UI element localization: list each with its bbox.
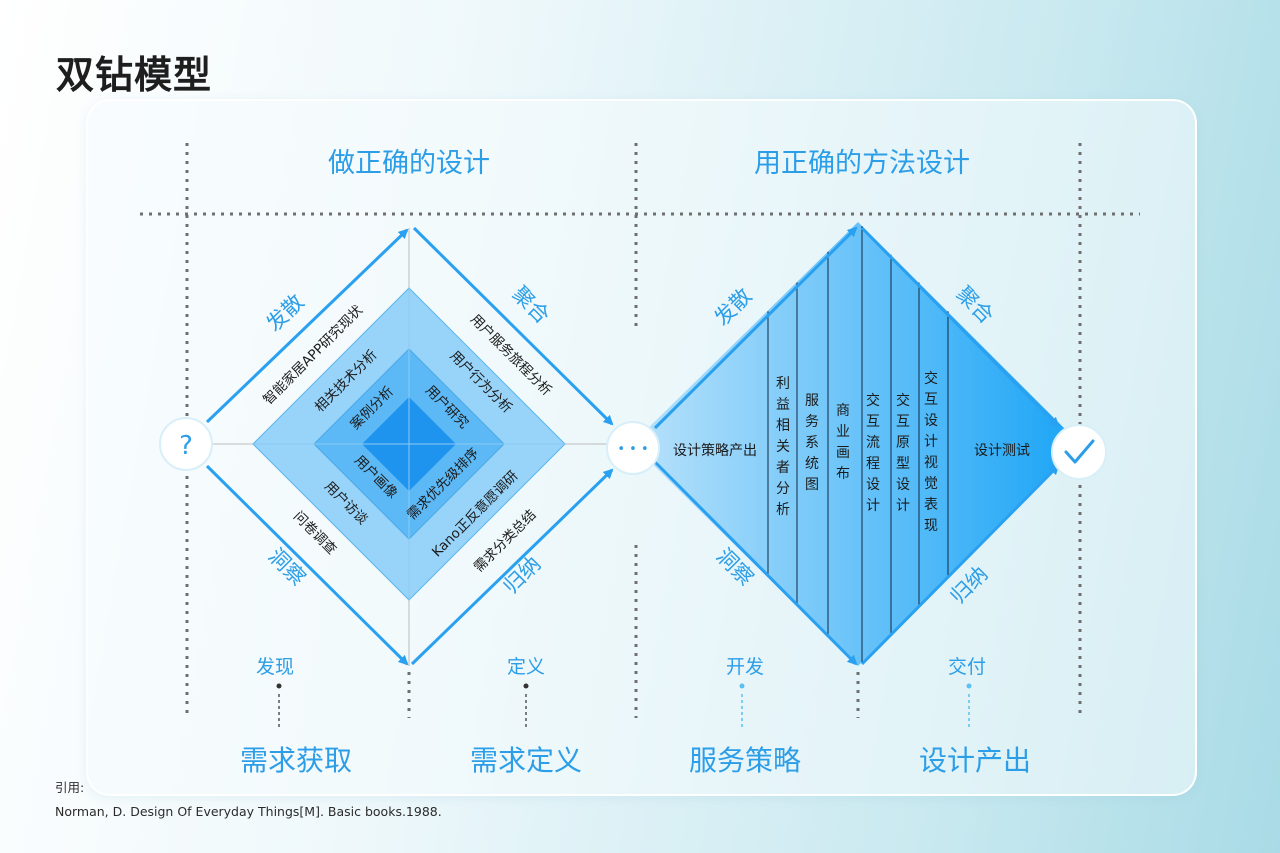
d1-label-converge: 聚合 [508, 282, 555, 329]
phase-connectors [276, 683, 972, 730]
citation-label: 引用: [55, 780, 85, 795]
check-icon [1064, 439, 1095, 464]
d1-label-induce: 归纳 [499, 552, 546, 599]
arrow-d2-converge [860, 226, 1060, 428]
arrow-d1-diverge [205, 228, 409, 424]
arrow-d1-induce [410, 468, 614, 666]
phase-define: 定义 [507, 656, 545, 678]
d2-column-label: 交互原型设计 [896, 392, 910, 514]
header-design-right-way: 用正确的方法设计 [754, 148, 970, 179]
phase-deliver: 交付 [948, 656, 986, 678]
start-node: ? [159, 417, 213, 471]
phase-develop: 开发 [726, 656, 764, 678]
stage-design-output: 设计产出 [919, 744, 1031, 777]
arrow-d1-observe [205, 464, 409, 666]
stage-requirement-definition: 需求定义 [470, 744, 582, 777]
diamond1-squares [252, 287, 566, 601]
phase-discover: 发现 [256, 656, 294, 678]
end-node [1051, 424, 1107, 480]
d2-column-label: 交互设计视觉表现 [924, 370, 938, 534]
diamond2-dividers [767, 225, 949, 663]
arrow-d2-diverge [653, 226, 858, 430]
d2-column-label: 商业画布 [836, 403, 850, 482]
d2-col-strategy: 设计策略产出 [673, 442, 757, 459]
d2-column-label: 交互流程设计 [866, 392, 880, 514]
arrow-d1-converge [412, 226, 614, 426]
ellipsis-icon: • • • [617, 442, 648, 457]
arrow-d2-induce [860, 464, 1060, 666]
d2-label-converge: 聚合 [952, 282, 999, 329]
d2-column-label: 服务系统图 [805, 393, 819, 493]
flow-arrows [205, 226, 1060, 666]
d1-label-observe: 洞察 [264, 544, 311, 591]
arrow-d2-observe [653, 460, 858, 666]
d2-column-label: 利益相关者分析 [776, 376, 790, 518]
page-title: 双钻模型 [56, 53, 213, 97]
citation-text: Norman, D. Design Of Everyday Things[M].… [55, 804, 442, 819]
guide-lines [140, 143, 1140, 718]
middle-node: • • • [606, 421, 660, 475]
header-do-right-design: 做正确的设计 [328, 148, 490, 179]
stage-requirement-acquisition: 需求获取 [240, 744, 352, 777]
d2-label-diverge: 发散 [710, 284, 757, 331]
stage-service-strategy: 服务策略 [689, 744, 801, 777]
d2-col-testing: 设计测试 [974, 443, 1030, 459]
question-icon: ? [179, 431, 193, 461]
